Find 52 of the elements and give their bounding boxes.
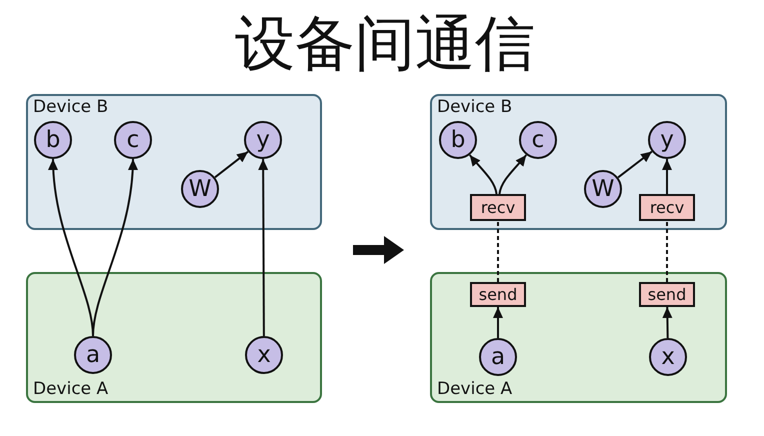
node-label: W [592,176,614,202]
node-circle [181,170,219,208]
box-label: send [478,286,518,304]
node-circle [649,338,687,376]
dashed-link [666,221,668,282]
device-panel [26,94,322,230]
panel-label: Device A [437,379,512,399]
node-circle [114,121,152,159]
device-panel [430,272,727,403]
box-label: recv [650,198,684,216]
function-box [470,282,526,307]
arrow [92,158,138,336]
box-label: send [648,286,686,304]
device-panel [26,272,322,403]
panel-label: Device B [437,97,512,117]
arrow [468,154,498,194]
node-label: x [661,344,675,370]
node-circle [584,170,622,208]
arrow [258,159,268,336]
node-circle [519,121,557,159]
box-label: recv [480,198,516,216]
node-circle [244,121,282,159]
node-label: y [256,127,270,153]
node-circle [648,121,686,159]
arrow [662,159,672,194]
node-label: a [490,344,506,370]
arrow [214,150,249,178]
panel-label: Device B [33,97,108,117]
node-label: c [532,127,544,153]
node-circle [34,121,72,159]
arrow [662,306,672,338]
arrow [498,154,528,194]
node-label: c [126,127,140,153]
function-box [639,194,695,221]
dashed-link [497,221,499,282]
node-circle [439,121,477,159]
panel-label: Device A [33,379,108,399]
function-box [470,194,526,221]
function-box [639,282,695,307]
arrow [617,150,653,178]
node-label: b [450,127,466,153]
device-panel [430,94,727,230]
node-label: a [86,342,100,368]
node-circle [74,336,112,374]
node-circle [245,336,283,374]
node-label: W [188,176,212,202]
node-label: x [257,342,271,368]
arrow [493,307,503,338]
node-circle [479,338,517,376]
node-label: y [660,127,674,153]
diagram-title: 设备间通信 [235,9,535,79]
node-label: b [46,127,60,153]
